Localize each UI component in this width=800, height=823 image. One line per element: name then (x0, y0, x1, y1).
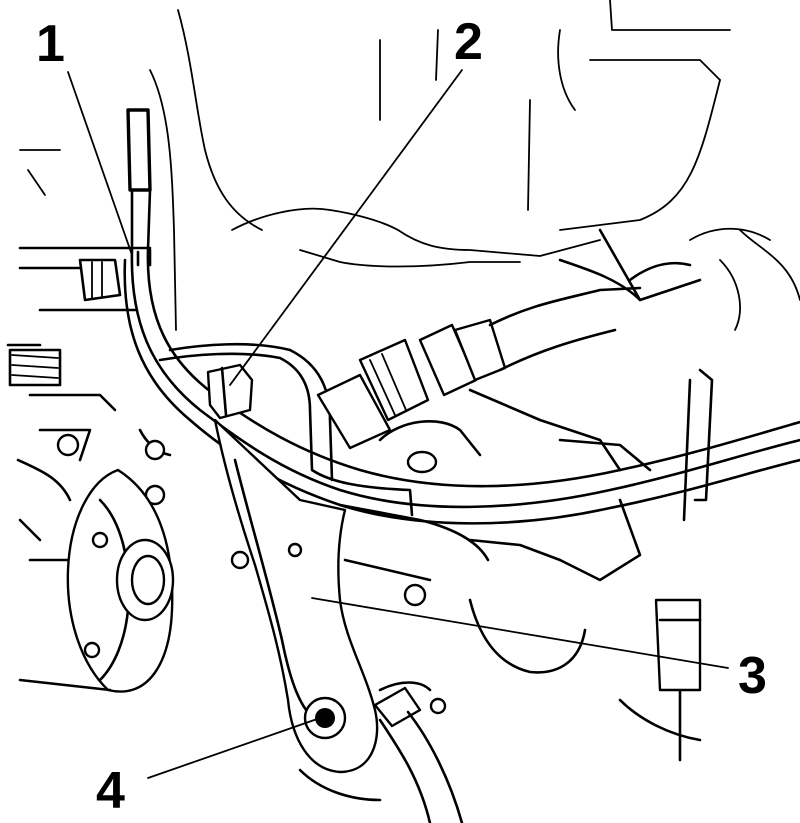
left-bracket (6, 246, 172, 562)
callout-4-label: 4 (96, 762, 125, 820)
callout-3-label: 3 (738, 647, 767, 705)
callout-1-label: 1 (36, 15, 65, 73)
background-structure (19, 0, 800, 331)
hub-flange (18, 468, 175, 693)
clip-and-bracket (158, 342, 414, 517)
leader-line-3 (311, 597, 729, 669)
leader-line-4 (147, 717, 321, 779)
lower-right-components (298, 368, 714, 823)
connector-assembly (316, 228, 702, 450)
leader-line-1 (67, 71, 133, 256)
leader-lines (67, 69, 729, 779)
callout-2-label: 2 (454, 13, 483, 71)
lower-arm (213, 418, 490, 774)
leader-line-2 (229, 69, 463, 386)
